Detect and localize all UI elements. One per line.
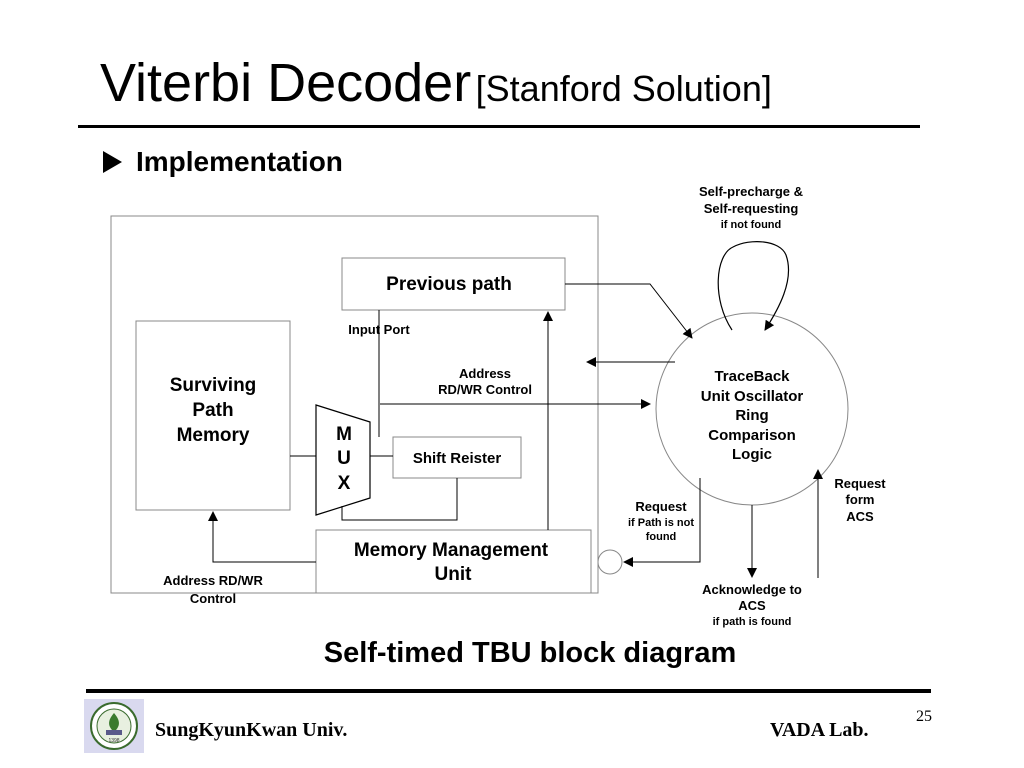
self-precharge-label-1: Self-precharge & — [699, 184, 803, 199]
acknowledge-label-1: Acknowledge to — [702, 582, 802, 597]
mmu-to-memory-arrow — [208, 511, 316, 563]
surviving-label-1: Surviving — [170, 375, 257, 396]
seal-year-text: 1398 — [108, 738, 119, 744]
previous-path-box — [341, 257, 566, 311]
university-seal-icon: 1398 — [84, 699, 144, 753]
address-bottom-label-1: Address RD/WR — [163, 573, 263, 588]
footer-university: SungKyunKwan Univ. — [155, 719, 348, 741]
self-requesting-loop — [717, 241, 790, 331]
shift-register-label: Shift Reister — [413, 450, 502, 467]
triangle-bullet-icon — [103, 151, 122, 173]
traceback-label-4: Comparison — [708, 427, 796, 444]
mux-label-u: U — [337, 448, 351, 469]
bullet-text: Implementation — [136, 146, 343, 177]
title-rule — [78, 125, 920, 128]
mmu-label-2: Unit — [435, 564, 473, 585]
title-sub: [Stanford Solution] — [475, 68, 772, 109]
mux-label-m: M — [336, 424, 352, 445]
traceback-label-5: Logic — [732, 446, 772, 463]
page-number: 25 — [916, 708, 932, 725]
address-top-label-2: RD/WR Control — [438, 382, 532, 397]
footer-lab: VADA Lab. — [770, 719, 869, 741]
traceback-label-2: Unit Oscillator — [701, 388, 804, 405]
previous-to-traceback-arrow — [565, 283, 693, 339]
mmu-label-1: Memory Management — [354, 540, 549, 561]
request-right-label-2: form — [846, 492, 875, 507]
request-left-label-3: found — [646, 531, 677, 543]
surviving-label-3: Memory — [177, 425, 250, 446]
request-left-label-1: Request — [635, 499, 687, 514]
mux-label-x: X — [338, 473, 351, 494]
slide-title: Viterbi Decoder [Stanford Solution] — [100, 52, 772, 114]
request-right-label-3: ACS — [846, 509, 874, 524]
acknowledge-label-3: if path is found — [713, 616, 792, 628]
request-left-label-2: if Path is not — [628, 517, 694, 529]
mux-block — [315, 404, 371, 516]
surviving-label-2: Path — [192, 400, 233, 421]
request-to-mmu-arrow — [623, 478, 701, 567]
previous-path-label: Previous path — [386, 274, 512, 295]
footer-rule — [86, 689, 931, 693]
title-main: Viterbi Decoder — [100, 53, 472, 113]
mux-feedback-line — [341, 478, 458, 521]
shift-register-box — [392, 436, 522, 479]
address-top-label-1: Address — [459, 366, 511, 381]
traceback-label-3: Ring — [735, 407, 768, 424]
diagram-caption: Self-timed TBU block diagram — [323, 637, 737, 669]
traceback-label-1: TraceBack — [714, 368, 790, 385]
bullet-item: Implementation — [103, 146, 343, 178]
memory-management-unit-box — [315, 529, 592, 594]
surviving-path-memory-box — [135, 320, 291, 511]
request-junction-circle — [597, 549, 623, 575]
address-bottom-label-2: Control — [190, 591, 236, 606]
self-precharge-label-3: if not found — [721, 219, 781, 231]
acknowledge-label-2: ACS — [738, 598, 766, 613]
request-right-label-1: Request — [834, 476, 886, 491]
self-precharge-label-2: Self-requesting — [704, 201, 799, 216]
